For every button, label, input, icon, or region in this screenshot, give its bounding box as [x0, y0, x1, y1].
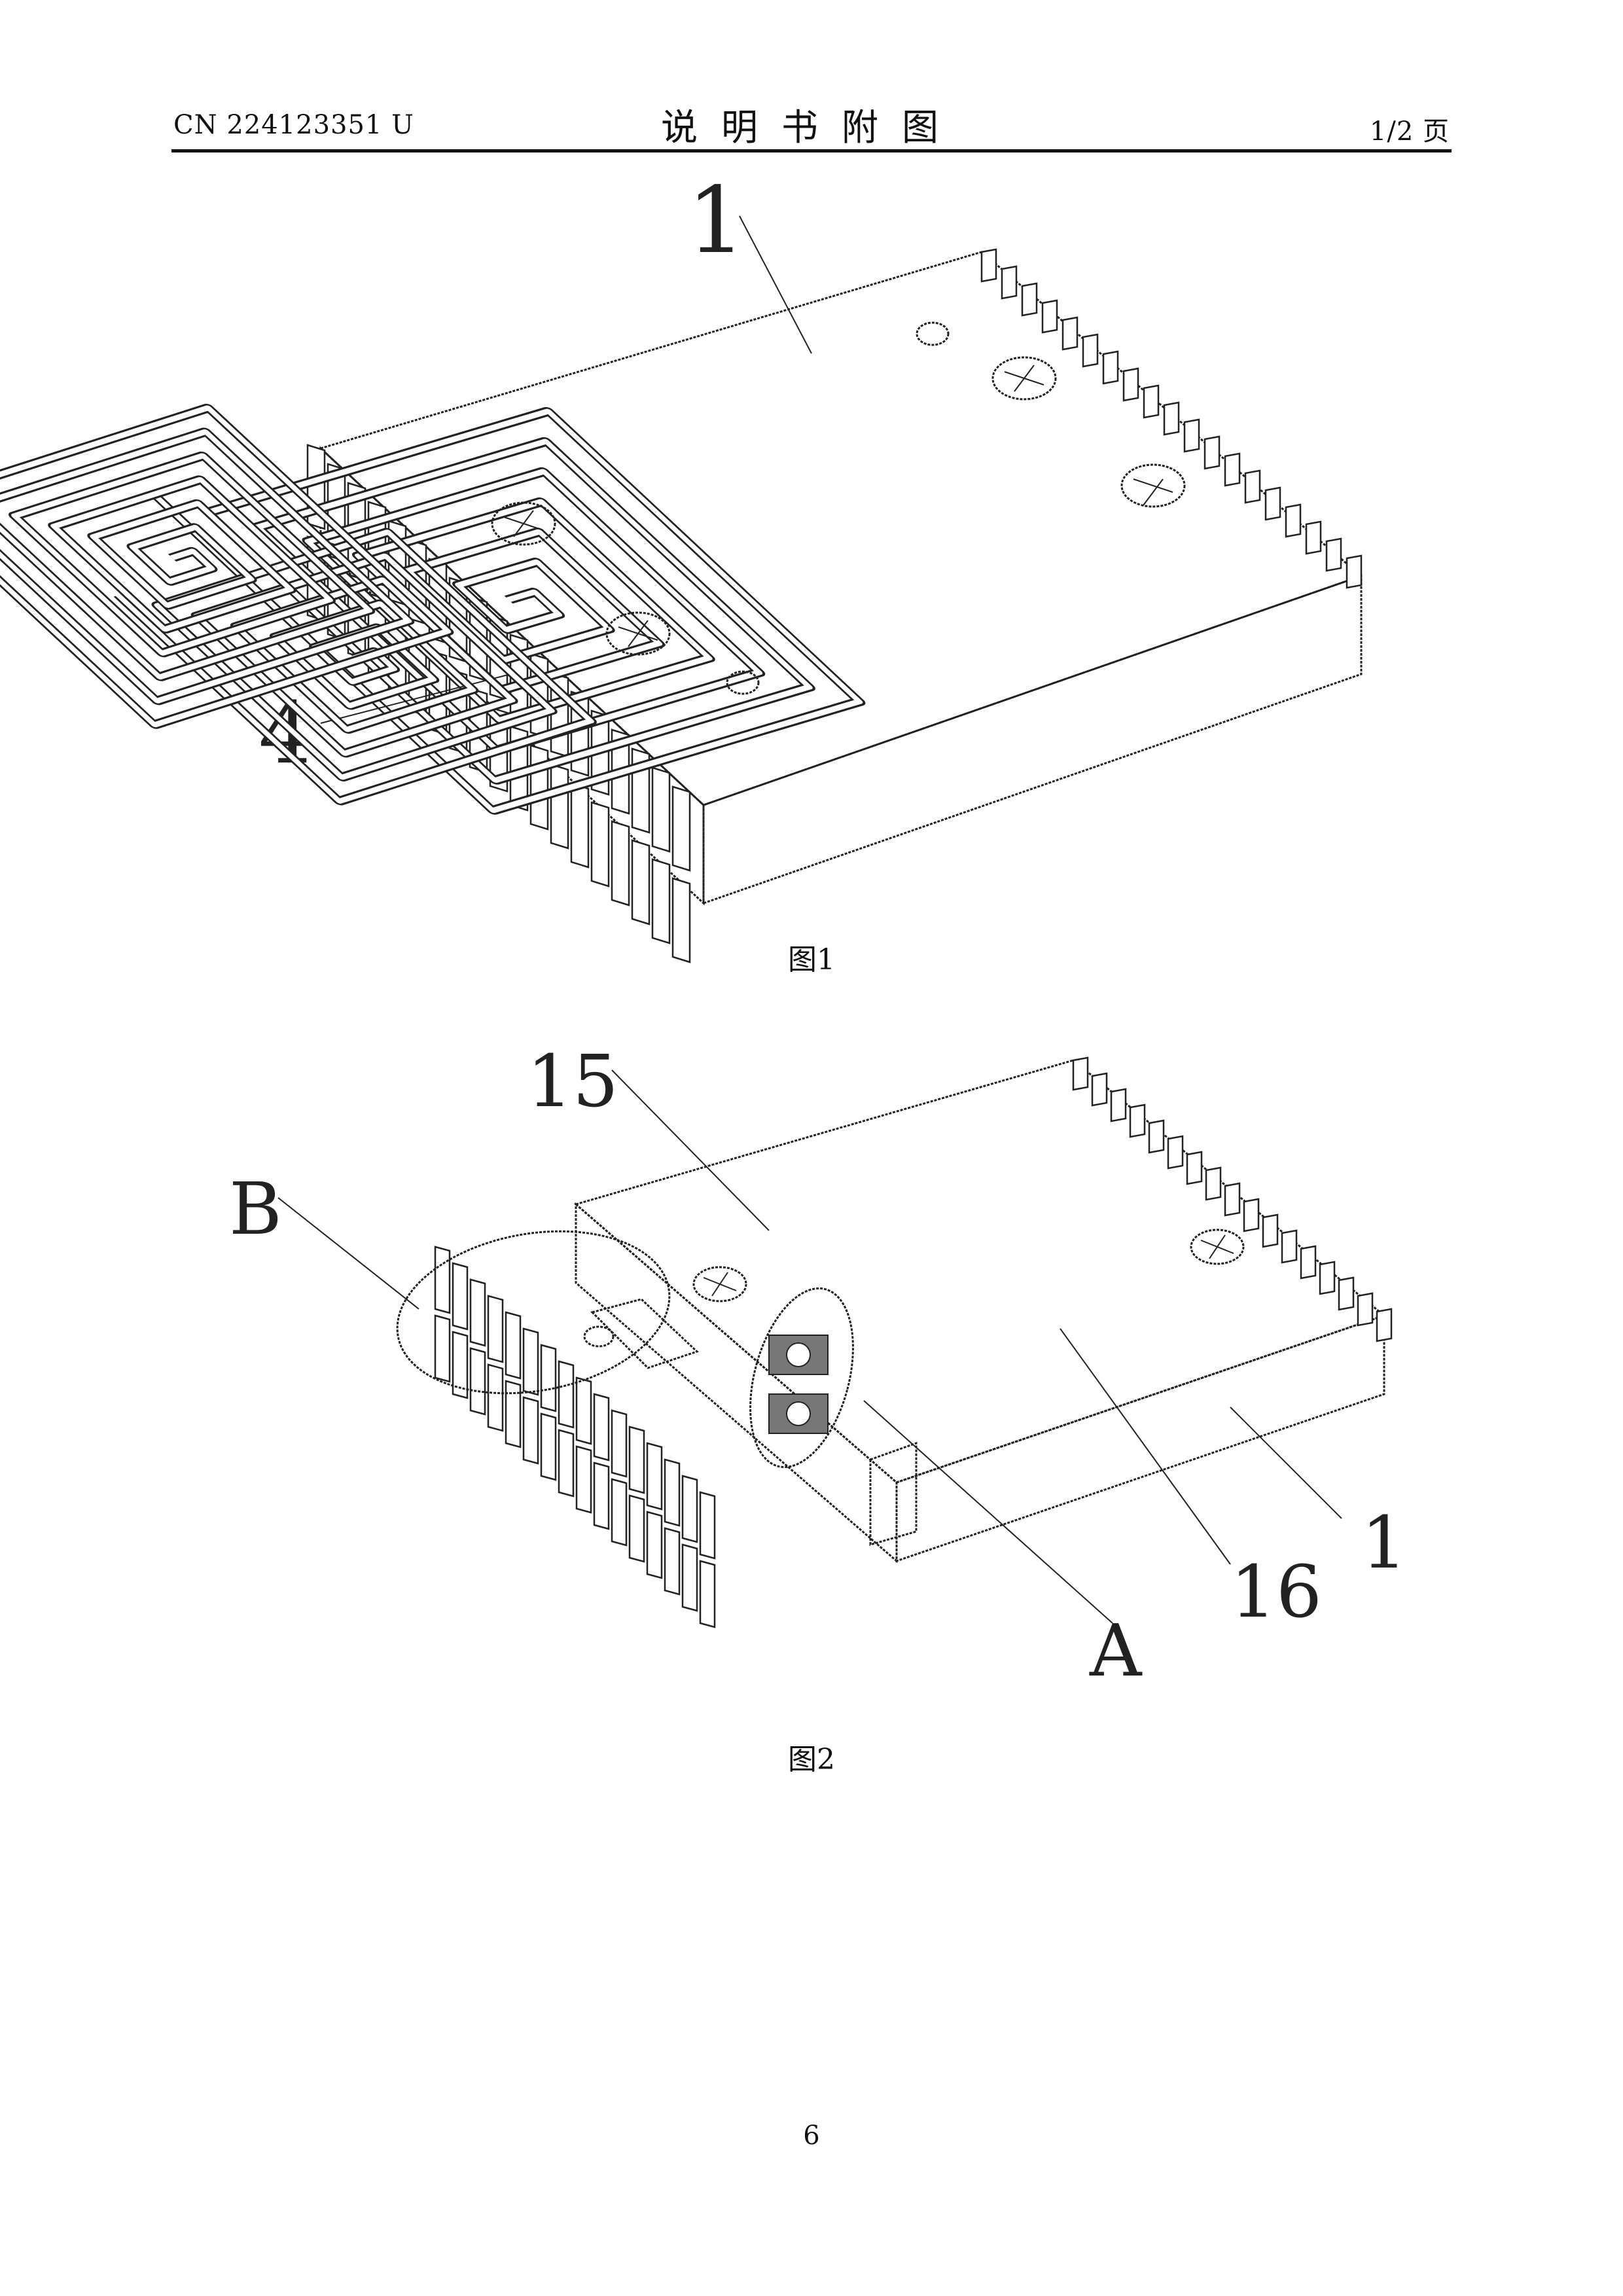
heat-sink-fin: [1282, 1230, 1296, 1263]
heat-sink-fin: [471, 1280, 485, 1346]
heat-sink-fin: [559, 1361, 573, 1427]
figure-2-label-a: A: [1089, 1609, 1143, 1693]
heat-sink-fin: [1149, 1121, 1164, 1153]
heat-sink-fin: [594, 1463, 609, 1529]
heat-sink-fin: [1092, 1073, 1107, 1105]
figure-2-label-b: B: [229, 1167, 282, 1251]
heat-sink-fin: [1225, 1183, 1240, 1215]
connector-icon: [769, 1335, 828, 1433]
heat-sink-fin: [1358, 1293, 1372, 1325]
heat-sink-fin: [559, 1430, 573, 1496]
heat-sink-fin: [577, 1378, 591, 1444]
heat-sink-fin: [1073, 1058, 1088, 1090]
heat-sink-fin: [577, 1446, 591, 1513]
page-number: 6: [0, 2121, 1623, 2151]
heat-sink-fin: [524, 1329, 538, 1395]
heat-sink-fin: [471, 1348, 485, 1414]
heat-sink-fin: [612, 1479, 626, 1545]
heat-sink-fin: [630, 1496, 644, 1562]
heat-sink-fin: [700, 1492, 715, 1558]
figure-2-label-1: 1: [1361, 1501, 1407, 1585]
heat-sink-fin: [630, 1427, 644, 1493]
heat-sink-fin: [683, 1476, 697, 1542]
heat-sink-fin: [1168, 1136, 1183, 1168]
heat-sink-fin: [647, 1443, 662, 1509]
heat-sink-fin: [506, 1381, 520, 1447]
heat-sink-fin: [700, 1561, 715, 1627]
heat-sink-fin: [453, 1263, 467, 1329]
figure-2-caption: 图2: [0, 1736, 1623, 1778]
heat-sink-fin: [683, 1545, 697, 1611]
detail-circle-a: [732, 1277, 871, 1479]
heat-sink-fin: [541, 1345, 556, 1411]
heat-sink-fin: [1130, 1105, 1145, 1137]
figure-2-label-15: 15: [527, 1039, 618, 1123]
screw-icon: [1191, 1230, 1243, 1264]
heat-sink-fin: [435, 1247, 450, 1313]
heat-sink-fin: [1377, 1309, 1391, 1341]
heat-sink-fin: [1187, 1152, 1202, 1184]
heat-sink-fin: [1320, 1262, 1334, 1294]
heat-sink-fin: [612, 1410, 626, 1477]
heat-sink-fin: [647, 1512, 662, 1578]
screw-icon: [694, 1267, 746, 1301]
heat-sink-fin: [506, 1312, 520, 1378]
heat-sink-fin: [524, 1397, 538, 1463]
heat-sink-fin: [594, 1394, 609, 1460]
heat-sink-fin: [665, 1460, 679, 1526]
heat-sink-fin: [1263, 1215, 1277, 1247]
figure-2-label-16: 16: [1230, 1550, 1322, 1634]
heat-sink-fin: [1301, 1246, 1315, 1278]
heat-sink-fin: [665, 1528, 679, 1594]
heat-sink-fin: [488, 1296, 503, 1362]
heat-sink-fin: [1244, 1199, 1258, 1231]
heat-sink-fin: [488, 1365, 503, 1431]
heat-sink-fin: [1339, 1278, 1353, 1310]
heat-sink-fin: [541, 1414, 556, 1480]
heat-sink-fin: [435, 1316, 450, 1382]
heat-sink-fin: [1111, 1089, 1126, 1121]
heat-sink-fin: [1206, 1168, 1221, 1200]
